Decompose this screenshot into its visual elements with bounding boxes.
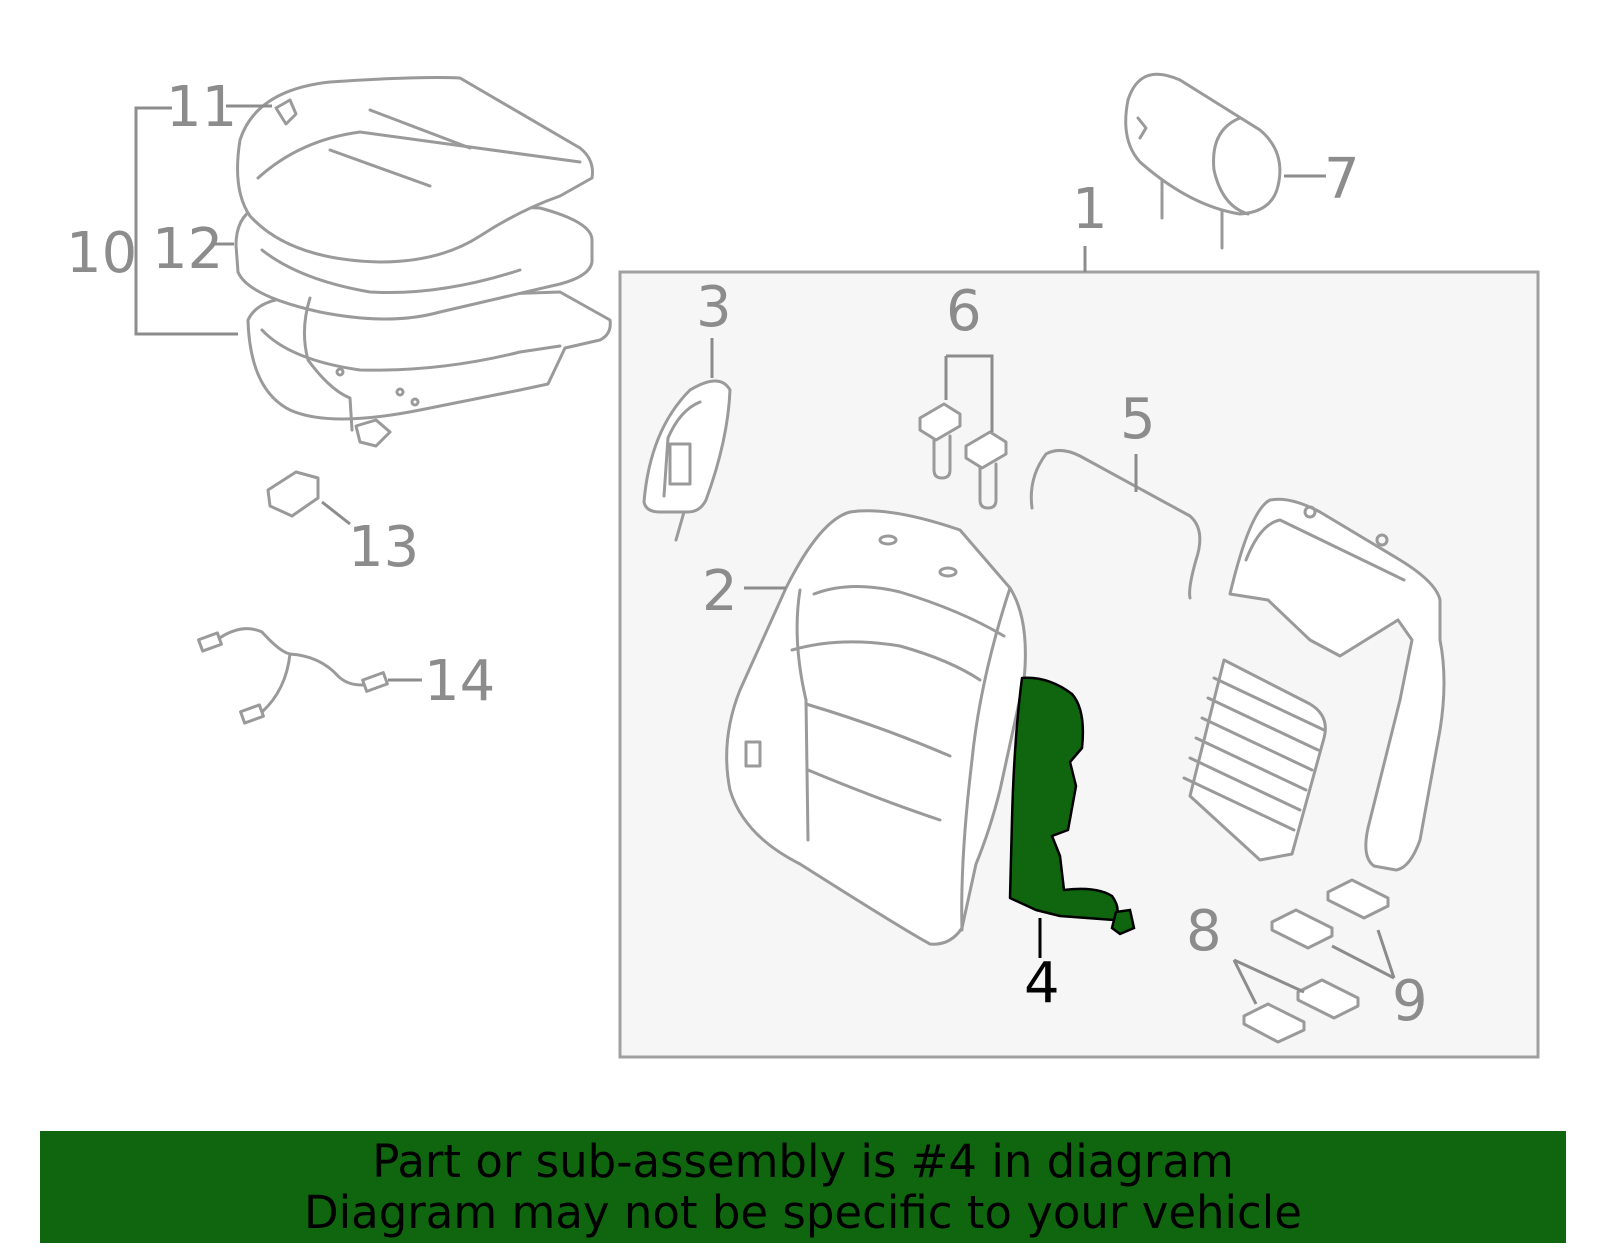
callout-5: 5	[1120, 387, 1156, 452]
parts-8-9-pads	[1242, 878, 1390, 1044]
leader-6b	[946, 354, 994, 432]
callout-11: 11	[166, 75, 237, 140]
seat-cushion	[234, 76, 612, 448]
leader-8	[1232, 959, 1258, 1005]
part-6-guides	[918, 402, 1008, 510]
callout-2: 2	[702, 559, 738, 624]
callout-14: 14	[424, 649, 495, 714]
info-banner: Part or sub-assembly is #4 in diagram Di…	[40, 1131, 1566, 1243]
leader-9b	[1376, 929, 1396, 979]
callout-10: 10	[66, 221, 137, 286]
part-13-bracket	[266, 470, 320, 518]
part-3-side-trim	[642, 379, 732, 542]
part-2-seatback	[725, 509, 1027, 946]
callout-7: 7	[1324, 147, 1360, 212]
callout-3: 3	[696, 275, 732, 340]
seatback-frame	[1182, 497, 1446, 872]
leader-8b	[1233, 958, 1305, 994]
callout-8: 8	[1186, 899, 1222, 964]
callout-6: 6	[946, 279, 982, 344]
leader-9	[1331, 944, 1395, 980]
callout-4: 4	[1024, 951, 1060, 1016]
part-14-harness	[197, 627, 389, 725]
callout-9: 9	[1392, 969, 1428, 1034]
banner-line-2: Diagram may not be specific to your vehi…	[304, 1186, 1302, 1239]
part-4-highlighted	[1008, 676, 1136, 936]
banner-line-1: Part or sub-assembly is #4 in diagram	[372, 1135, 1234, 1188]
callout-12: 12	[152, 217, 223, 282]
leader-13	[321, 500, 351, 526]
callout-13: 13	[348, 515, 419, 580]
part-7-headrest	[1124, 72, 1282, 250]
callout-1: 1	[1072, 177, 1108, 242]
leader-10	[134, 106, 238, 336]
